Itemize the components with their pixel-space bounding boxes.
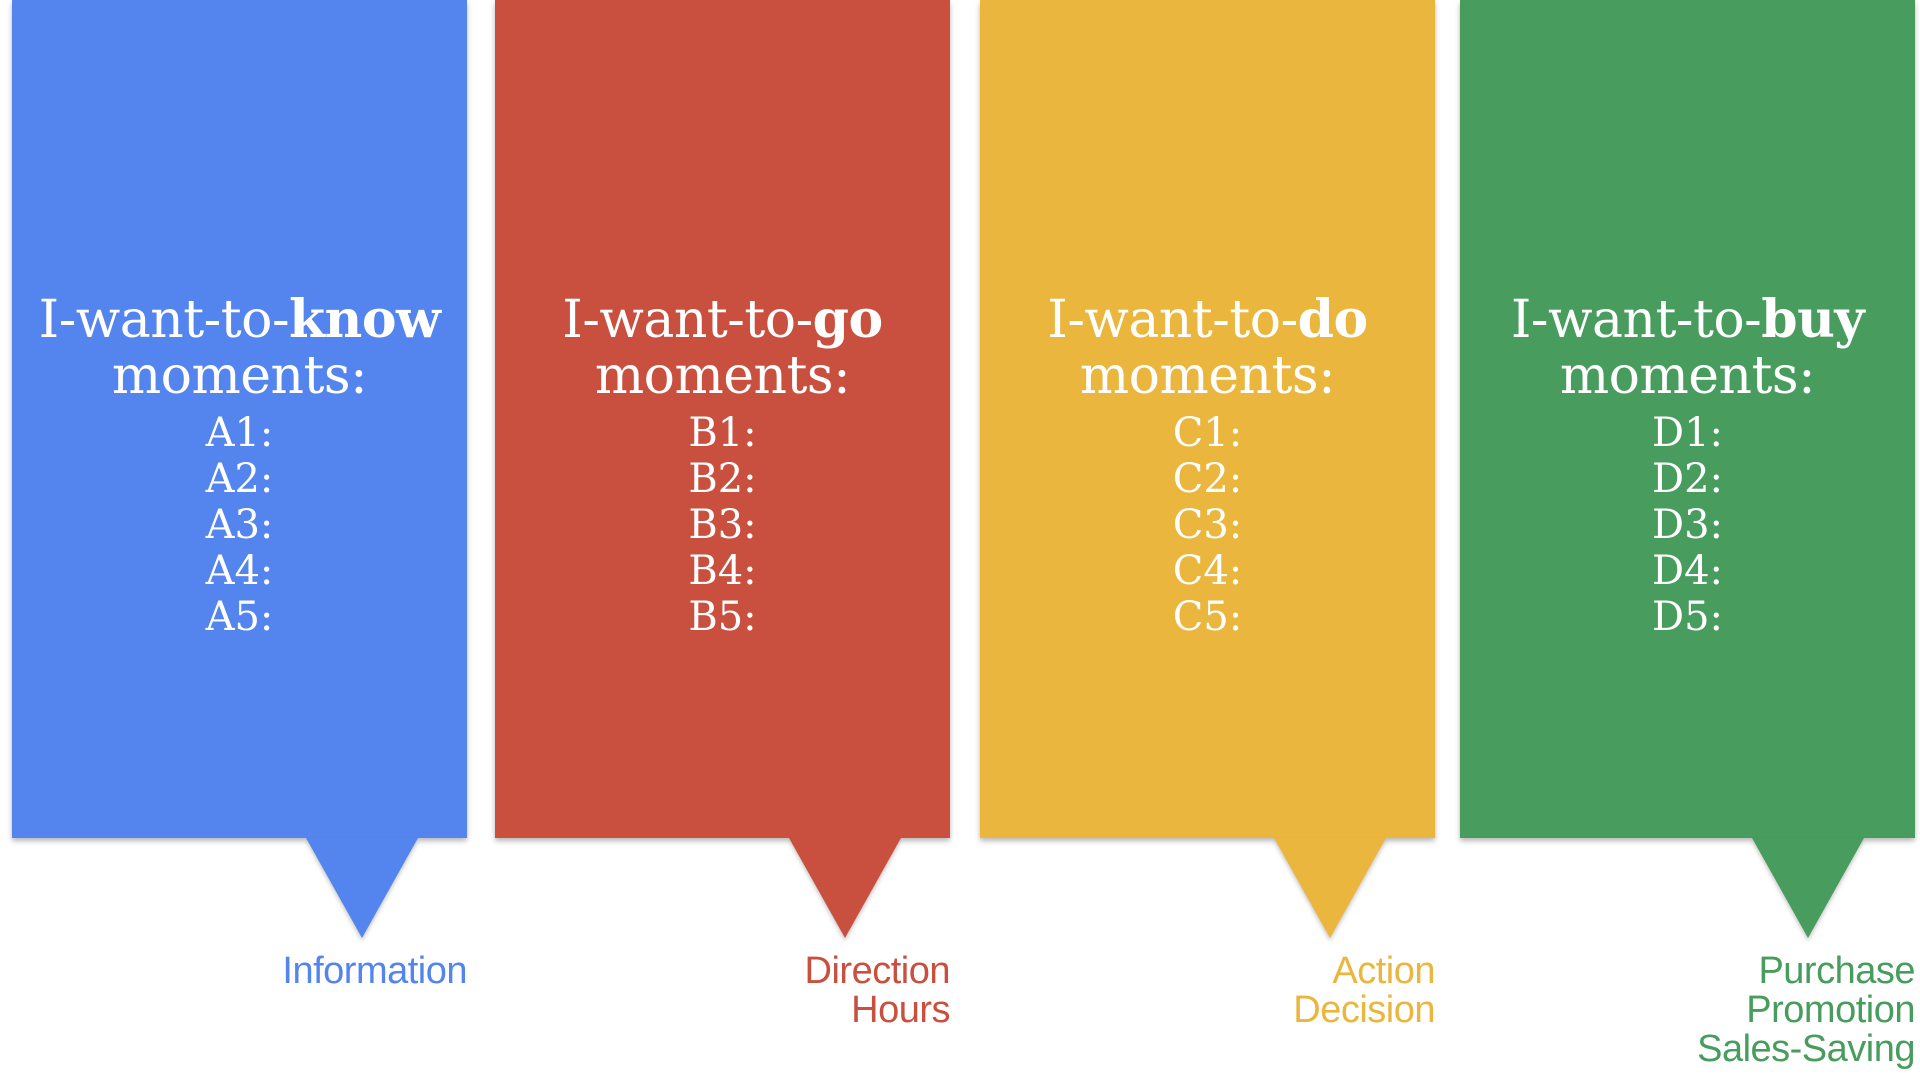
- list-item: D5:: [1652, 594, 1723, 640]
- caption-buy: Purchase Promotion Sales-Saving: [1460, 952, 1915, 1069]
- item-list-do: C1: C2: C3: C4: C5:: [980, 410, 1435, 640]
- item-list-buy: D1: D2: D3: D4: D5:: [1460, 410, 1915, 640]
- banner-know: I-want-to-know moments: A1: A2: A3: A4: …: [12, 0, 467, 838]
- banner-title-know: I-want-to-know: [12, 289, 467, 350]
- list-item: A5:: [205, 594, 274, 640]
- caption-line: Action: [1332, 950, 1435, 992]
- caption-line: Promotion: [1746, 989, 1915, 1031]
- list-item: B5:: [688, 594, 757, 640]
- banner-do: I-want-to-do moments: C1: C2: C3: C4: C5…: [980, 0, 1435, 838]
- pointer-buy: [1752, 838, 1864, 938]
- title-prefix: I-want-to-: [38, 290, 290, 350]
- title-keyword: go: [812, 289, 884, 350]
- title-suffix: moments:: [111, 346, 368, 406]
- caption-line: Information: [282, 950, 467, 992]
- title-prefix: I-want-to-: [562, 290, 813, 350]
- list-item: D4:: [1652, 548, 1723, 594]
- banner-title-buy: I-want-to-buy: [1460, 289, 1915, 350]
- list-item: C1:: [1172, 410, 1243, 456]
- list-item: A3:: [205, 502, 274, 548]
- caption-line: Direction: [804, 950, 951, 992]
- list-item: C5:: [1172, 594, 1243, 640]
- caption-line: Sales-Saving: [1697, 1028, 1915, 1070]
- list-item: A4:: [205, 548, 274, 594]
- banner-title-go: I-want-to-go: [495, 289, 950, 350]
- title-prefix: I-want-to-: [1047, 290, 1298, 350]
- item-list-know: A1: A2: A3: A4: A5:: [12, 410, 467, 640]
- banner-text-buy: I-want-to-buy moments: D1: D2: D3: D4: D…: [1460, 289, 1915, 641]
- list-item: B2:: [688, 456, 757, 502]
- caption-go: Direction Hours: [495, 950, 951, 1031]
- item-list-go: B1: B2: B3: B4: B5:: [495, 410, 950, 640]
- title-suffix: moments:: [1559, 346, 1816, 406]
- caption-line: Decision: [1293, 989, 1435, 1031]
- caption-do: Action Decision: [980, 952, 1435, 1030]
- list-item: B1:: [688, 410, 757, 456]
- list-item: A2:: [205, 456, 274, 502]
- banner-text-know: I-want-to-know moments: A1: A2: A3: A4: …: [12, 289, 467, 641]
- list-item: A1:: [205, 410, 274, 456]
- title-keyword: know: [289, 289, 441, 350]
- banner-go: I-want-to-go moments: B1: B2: B3: B4: B5…: [495, 0, 950, 838]
- pointer-go: [789, 838, 901, 938]
- pointer-know: [306, 838, 418, 938]
- caption-know: Information: [12, 952, 467, 991]
- list-item: B4:: [688, 548, 757, 594]
- pointer-do: [1274, 838, 1386, 938]
- list-item: B3:: [688, 502, 757, 548]
- list-item: D1:: [1652, 410, 1723, 456]
- caption-line: Purchase: [1758, 950, 1915, 992]
- title-keyword: buy: [1761, 289, 1865, 350]
- list-item: C4:: [1172, 548, 1243, 594]
- list-item: D3:: [1652, 502, 1723, 548]
- list-item: C3:: [1172, 502, 1243, 548]
- list-item: D2:: [1652, 456, 1723, 502]
- title-suffix: moments:: [594, 346, 851, 406]
- banner-title-do: I-want-to-do: [980, 289, 1435, 350]
- title-prefix: I-want-to-: [1510, 290, 1762, 350]
- banner-text-do: I-want-to-do moments: C1: C2: C3: C4: C5…: [980, 289, 1435, 641]
- title-suffix: moments:: [1079, 346, 1336, 406]
- caption-line: Hours: [851, 989, 950, 1031]
- list-item: C2:: [1172, 456, 1243, 502]
- title-keyword: do: [1297, 289, 1369, 350]
- banner-text-go: I-want-to-go moments: B1: B2: B3: B4: B5…: [495, 289, 950, 641]
- banner-buy: I-want-to-buy moments: D1: D2: D3: D4: D…: [1460, 0, 1915, 838]
